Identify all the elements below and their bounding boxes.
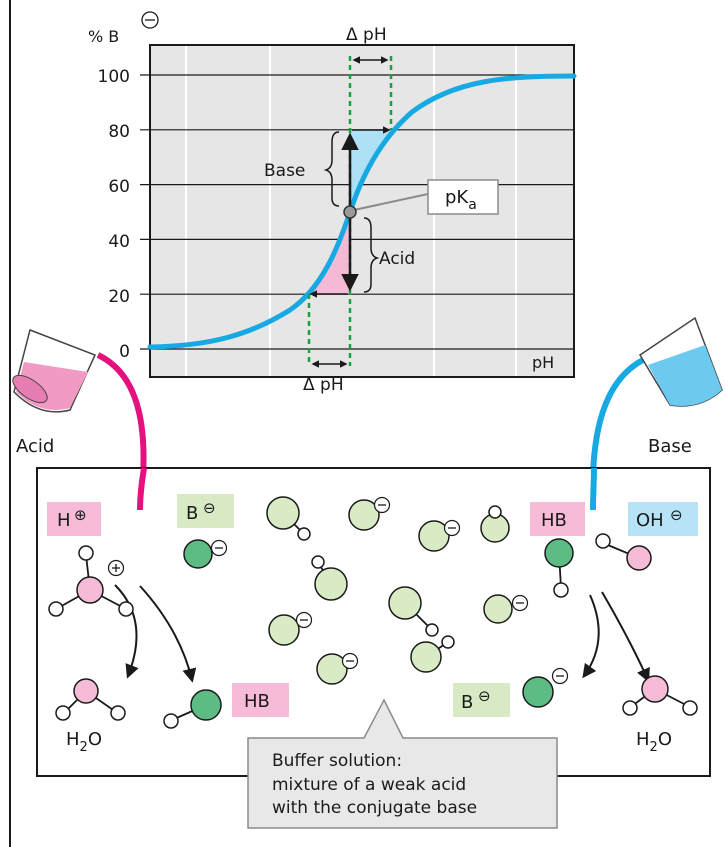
hydrogen-atom: [682, 700, 698, 716]
hydrogen-atom: [311, 555, 325, 569]
hydrogen-atom: [553, 582, 569, 598]
base-beaker-liquid: [648, 345, 722, 406]
base-pour-label: Base: [648, 436, 692, 457]
base-bracket-label: Base: [264, 161, 305, 181]
y-tick-label: 40: [108, 232, 130, 252]
hb-atom: [190, 689, 222, 721]
anion-atom: [522, 676, 554, 708]
pka-point: [343, 205, 357, 219]
b-minus-2-charge: ⊖: [478, 687, 491, 705]
h-plus-label: H ⊕: [47, 502, 101, 536]
acid-molecule-atom: [314, 567, 348, 601]
callout-line-2: mixture of a weak acid: [272, 775, 466, 795]
acid-brace: [363, 217, 380, 293]
hydronium-oxygen: [76, 576, 104, 604]
oh-minus-charge: ⊖: [670, 506, 683, 524]
acid-stream-inlet: [137, 467, 147, 511]
hydrogen-atom: [118, 601, 134, 617]
acid-molecule-atom: [266, 496, 300, 530]
water-oxygen: [73, 678, 99, 704]
hydrogen-atom: [110, 705, 126, 721]
hydrogen-atom: [595, 533, 611, 549]
right-reaction-arrow-1: [582, 594, 600, 679]
b-minus-2-text: B: [461, 692, 473, 713]
hydrogen-atom: [488, 505, 502, 519]
pka-label-box: [427, 179, 499, 215]
hb-label-left: HB: [232, 683, 289, 717]
acid-pour-label: Acid: [16, 436, 54, 457]
h-plus-text: H: [57, 510, 71, 531]
acid-beaker-opening: [12, 374, 48, 404]
hydrogen-atom: [297, 527, 311, 541]
pka-label: pKa: [445, 187, 477, 213]
hydrogen-atom: [622, 700, 638, 716]
anion-atom: [348, 499, 380, 531]
h-plus-charge: ⊕: [74, 506, 87, 524]
hydrogen-atom: [441, 635, 455, 649]
anion-atom: [418, 520, 450, 552]
hb-label-right-bg: [530, 502, 585, 536]
hb-atom: [544, 538, 574, 568]
anion-atom: [483, 594, 513, 624]
oh-minus-label: OH ⊖: [628, 502, 698, 536]
water-right-label: H2O: [636, 729, 672, 755]
hydrogen-atom: [55, 705, 71, 721]
buffer-callout: Buffer solution: mixture of a weak acid …: [247, 698, 558, 829]
water-oxygen: [641, 675, 669, 703]
oh-minus-label-bg: [628, 502, 698, 536]
base-brace: [323, 131, 340, 207]
base-stream-inlet: [590, 467, 597, 511]
hb-left-text: HB: [244, 691, 270, 712]
y-tick-label: 80: [108, 122, 130, 142]
y-tick-labels: 100 80 60 40 20 0: [98, 67, 130, 362]
left-reaction-arrow-2: [139, 585, 197, 683]
anion-atom: [316, 653, 348, 685]
acid-molecule-atom: [410, 641, 442, 673]
minus-charge-icon: [141, 11, 159, 29]
water-left-label: H2O: [66, 729, 102, 755]
base-region-fill: [350, 130, 391, 212]
acid-beaker: Acid: [12, 328, 147, 511]
hydrogen-atom: [163, 713, 179, 729]
b-minus-label-2-bg: [453, 683, 510, 717]
pka-leader-line: [353, 193, 429, 211]
anion-atom: [268, 614, 300, 646]
hb-label-left-bg: [232, 683, 289, 717]
b-minus-label-2: B ⊖: [453, 683, 510, 717]
y-tick-label: 100: [98, 67, 130, 87]
hydroxide-oxygen: [626, 545, 652, 571]
callout-line-3: with the conjugate base: [272, 798, 477, 818]
titration-chart: 100 80 60 40 20 0 % B pH Δ pH Δ pH: [88, 11, 577, 395]
right-reaction-arrow-2: [601, 591, 650, 683]
delta-ph-top-label: Δ pH: [346, 25, 387, 45]
y-tick-label: 0: [119, 342, 130, 362]
delta-ph-bottom-label: Δ pH: [303, 375, 344, 395]
molecules-layer: [48, 496, 698, 729]
base-beaker: Base: [589, 316, 723, 511]
b-minus-label-bg: [177, 494, 234, 528]
acid-bracket-label: Acid: [379, 249, 415, 269]
hydrogen-atom: [425, 623, 439, 637]
hydrogen-atom: [48, 601, 64, 617]
b-minus-text: B: [186, 503, 198, 524]
anion-atom: [183, 539, 213, 569]
x-axis-label: pH: [532, 353, 554, 372]
y-axis-label: % B: [88, 27, 119, 46]
left-reaction-arrow-1: [114, 584, 139, 679]
acid-region-fill: [307, 212, 350, 294]
b-minus-label: B ⊖: [177, 494, 234, 528]
h-plus-label-bg: [47, 502, 101, 536]
acid-molecule-atom: [388, 586, 422, 620]
y-tick-label: 20: [108, 287, 130, 307]
callout-box: [247, 698, 558, 829]
hydrogen-atom: [78, 545, 94, 561]
y-tick-label: 60: [108, 177, 130, 197]
b-minus-charge: ⊖: [203, 499, 216, 517]
callout-line-1: Buffer solution:: [272, 751, 402, 771]
plot-area: [149, 44, 575, 378]
hb-label-right: HB: [530, 502, 585, 536]
hb-right-text: HB: [541, 510, 567, 531]
oh-minus-text: OH: [636, 510, 664, 531]
